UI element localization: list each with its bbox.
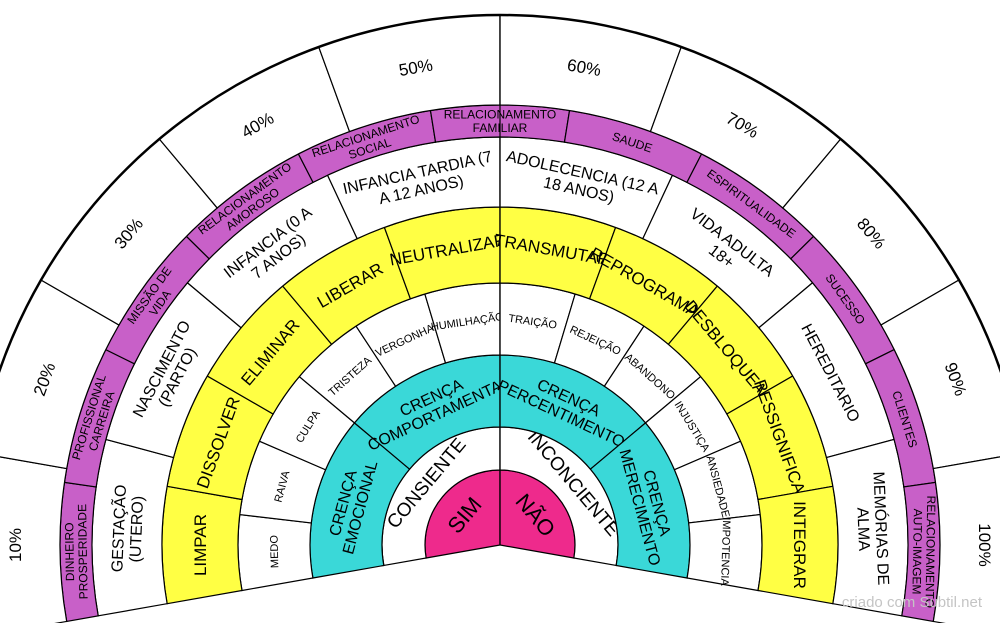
emotions-label-1: MEDO <box>268 534 281 568</box>
percent-label-1: 10% <box>6 528 25 562</box>
actions-label-10: INTEGRAR <box>790 501 809 589</box>
credit-text: criado com Subtil.net <box>841 594 982 611</box>
percent-segment-10 <box>932 456 1000 623</box>
areas-label-11: RELACIONAMENTOAUTO-IMAGEM <box>909 495 938 608</box>
areas-label-1: DINHEIROPROSPERIDADE <box>62 504 91 600</box>
life_stages-label-1: GESTAÇÃO(UTERO) <box>106 484 147 573</box>
emotions-label-12: IMPOTENCIA <box>718 517 732 586</box>
percent-label-10: 100% <box>975 523 994 566</box>
actions-label-1: LIMPAR <box>191 514 210 576</box>
life_stages-label-8: MEMÓRIAS DEALMA <box>852 471 894 586</box>
